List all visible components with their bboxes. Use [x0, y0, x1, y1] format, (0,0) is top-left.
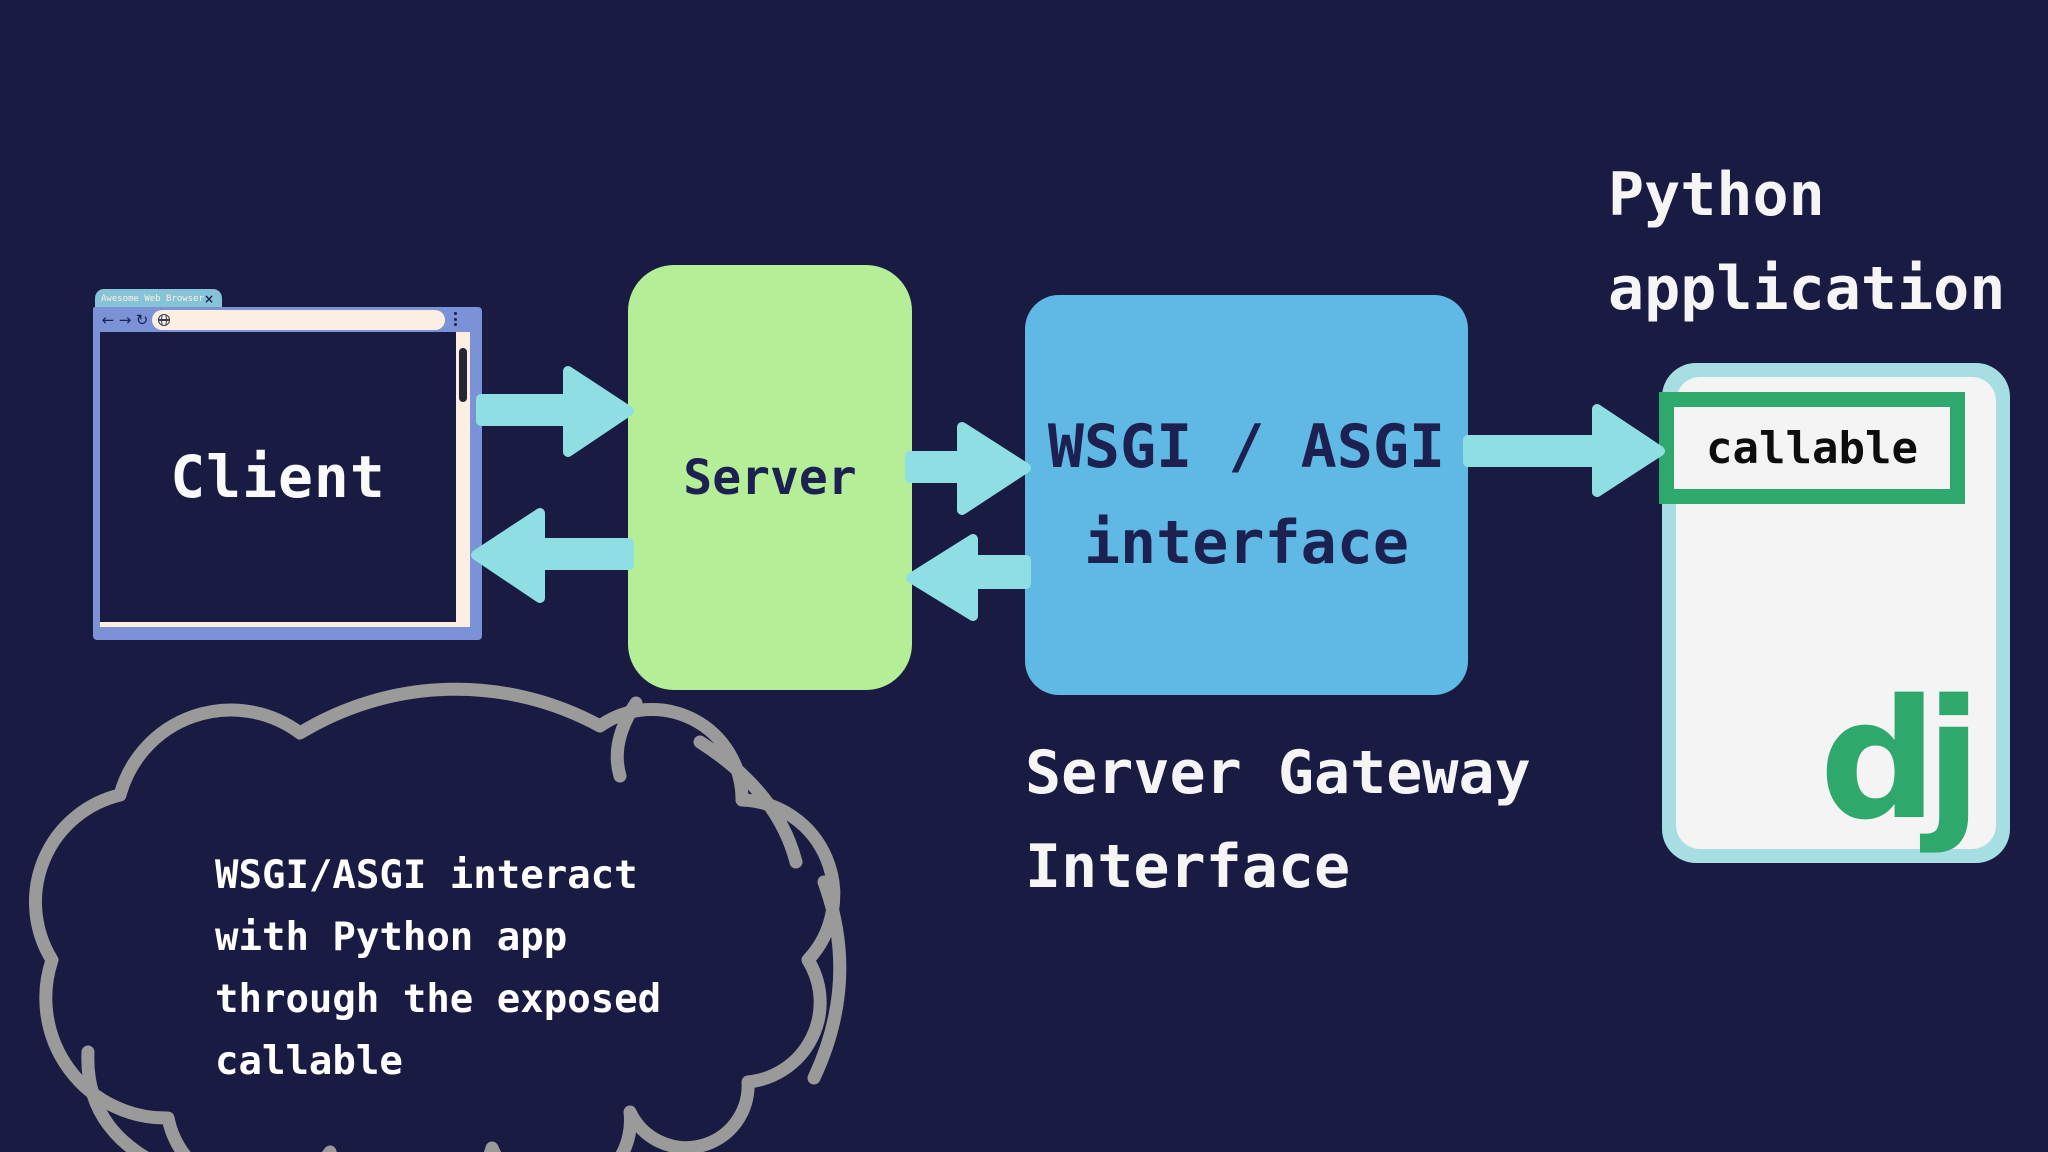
arrow-server-to-client: [471, 508, 634, 603]
gateway-caption-line2: Interface: [1025, 832, 1351, 902]
cloud-note-line1: WSGI/ASGI interact: [215, 853, 638, 898]
arrow-server-to-wsgi: [905, 422, 1031, 515]
python-app-title-line1: Python: [1608, 160, 1825, 230]
forward-icon[interactable]: →: [118, 311, 132, 329]
python-app-title-line2: application: [1608, 254, 2006, 324]
gateway-caption: Server Gateway Interface: [1025, 726, 1531, 914]
client-label: Client: [170, 443, 386, 511]
server-box: Server: [628, 265, 912, 690]
browser-menu-icon[interactable]: [452, 312, 458, 327]
back-icon[interactable]: ←: [101, 311, 115, 329]
cloud-note-line4: callable: [215, 1039, 403, 1084]
callable-box: callable: [1659, 392, 1965, 504]
scrollbar[interactable]: [456, 332, 470, 622]
callable-label: callable: [1706, 422, 1918, 474]
cloud-note-line3: through the exposed: [215, 977, 662, 1022]
wsgi-label-line2: interface: [1083, 508, 1410, 578]
browser-tab[interactable]: Awesome Web Browser ×: [95, 289, 222, 308]
python-app-title: Python application: [1608, 148, 2005, 336]
gateway-caption-line1: Server Gateway: [1025, 738, 1531, 808]
arrow-client-to-server: [476, 366, 634, 457]
arrow-wsgi-to-callable: [1463, 404, 1665, 497]
url-bar[interactable]: [152, 310, 445, 330]
browser-tab-title: Awesome Web Browser: [101, 293, 204, 304]
cloud-note-line2: with Python app: [215, 915, 568, 960]
globe-icon: [158, 314, 170, 326]
django-logo: dj: [1819, 664, 1982, 856]
content-bottom-border: [100, 622, 470, 627]
wsgi-label-line1: WSGI / ASGI: [1047, 412, 1446, 482]
cloud-note: WSGI/ASGI interact with Python app throu…: [215, 845, 661, 1093]
arrow-wsgi-to-server: [906, 534, 1031, 621]
reload-icon[interactable]: ↻: [135, 311, 149, 329]
server-label: Server: [683, 449, 857, 506]
scrollbar-thumb[interactable]: [459, 348, 467, 402]
wsgi-box: WSGI / ASGI interface: [1025, 295, 1468, 695]
close-icon[interactable]: ×: [203, 291, 215, 306]
browser-content: Client: [100, 332, 456, 622]
